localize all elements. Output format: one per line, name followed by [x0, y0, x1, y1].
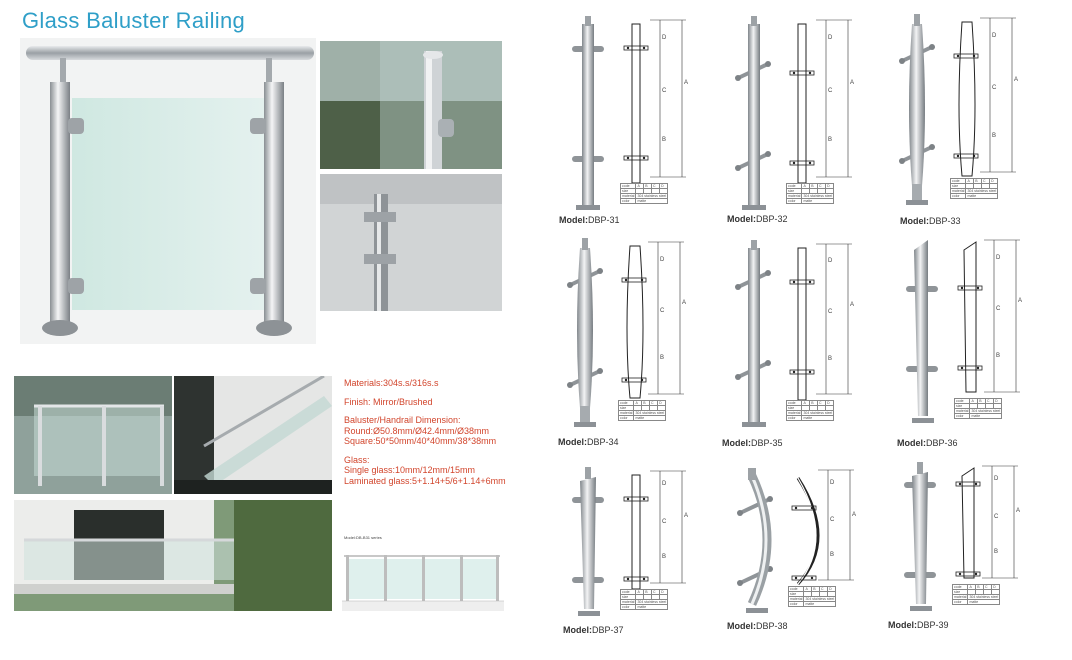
dimension-letter: B	[828, 137, 833, 143]
spec-square: Square:50*50mm/40*40mm/38*38mm	[344, 436, 497, 446]
spec-finish: Finish: Mirror/Brushed	[344, 396, 433, 407]
dimension-letter: D	[662, 35, 667, 41]
closeup-photo-top	[320, 41, 502, 169]
dimension-letter: A	[852, 512, 857, 518]
installation-photo-1	[14, 376, 172, 494]
dimension-letter: C	[830, 517, 835, 523]
dimension-letter: D	[992, 33, 997, 39]
dimension-letter: D	[828, 35, 833, 41]
model-label-39: Model:DBP-39	[888, 620, 949, 630]
dimension-letter: C	[662, 519, 667, 525]
model-label-33: Model:DBP-33	[900, 216, 961, 226]
dimension-letter: A	[1018, 298, 1023, 304]
dimension-letter: B	[660, 355, 665, 361]
dimension-letter: B	[662, 554, 667, 560]
dimension-letter: D	[662, 481, 667, 487]
dimension-letter: C	[828, 88, 833, 94]
model-label-36: Model:DBP-36	[897, 438, 958, 448]
dimension-letter: B	[994, 549, 999, 555]
dimension-letter: A	[684, 513, 689, 519]
drawing-caption: Model:DB-B31 series	[344, 535, 382, 540]
dimension-letter: C	[994, 514, 999, 520]
dimension-letter: D	[996, 255, 1001, 261]
spec-single-glass: Single glass:10mm/12mm/15mm	[344, 465, 476, 475]
dimension-letter: A	[850, 80, 855, 86]
dimension-letter: C	[828, 309, 833, 315]
installation-photo-3	[14, 500, 332, 611]
model-label-37: Model:DBP-37	[563, 625, 624, 635]
dimension-letter: A	[1016, 508, 1021, 514]
dimension-letter: D	[830, 480, 835, 486]
hero-railing-photo	[20, 38, 316, 344]
dimension-letter: A	[682, 300, 687, 306]
dimension-letter: B	[992, 133, 997, 139]
installation-photo-2	[174, 376, 332, 494]
spec-dimension-heading: Baluster/Handrail Dimension:	[344, 415, 461, 425]
dimension-letter: A	[1014, 77, 1019, 83]
dimension-letter: A	[850, 302, 855, 308]
model-label-38: Model:DBP-38	[727, 621, 788, 631]
dimension-letter: B	[996, 353, 1001, 359]
model-label-31: Model:DBP-31	[559, 215, 620, 225]
model-label-35: Model:DBP-35	[722, 438, 783, 448]
dimension-letter: B	[828, 356, 833, 362]
dimension-letter: C	[996, 306, 1001, 312]
dimension-letter: D	[660, 257, 665, 263]
dimension-letter: D	[994, 476, 999, 482]
dimension-letter: C	[992, 85, 997, 91]
model-label-32: Model:DBP-32	[727, 214, 788, 224]
dimension-letter: A	[684, 80, 689, 86]
dimension-letter: B	[830, 552, 835, 558]
dimension-letter: C	[662, 88, 667, 94]
dimension-letter: D	[828, 258, 833, 264]
dimension-letter: C	[660, 308, 665, 314]
spec-block: Materials:304s.s/316s.s Finish: Mirror/B…	[344, 378, 506, 486]
model-label-34: Model:DBP-34	[558, 437, 619, 447]
spec-round: Round:Ø50.8mm/Ø42.4mm/Ø38mm	[344, 425, 490, 436]
spec-materials: Materials:304s.s/316s.s	[344, 378, 439, 388]
page-title: Glass Baluster Railing	[22, 8, 246, 33]
spec-laminated-glass: Laminated glass:5+1.14+5/6+1.14+6mm	[344, 475, 506, 486]
series-elevation-drawing	[342, 545, 504, 611]
dimension-letter: B	[662, 137, 667, 143]
closeup-photo-bottom	[320, 174, 502, 311]
spec-glass-heading: Glass:	[344, 454, 370, 465]
